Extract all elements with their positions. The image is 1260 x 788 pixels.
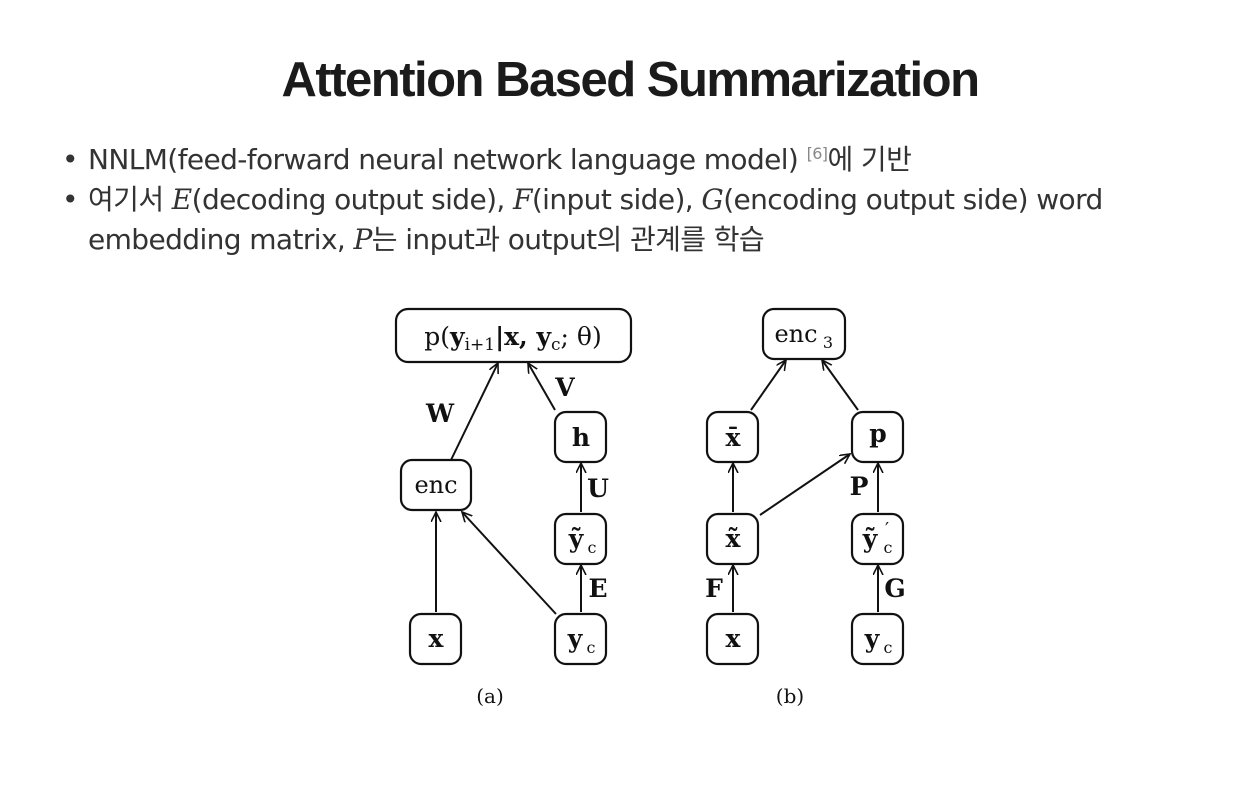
svg-text:x: x (726, 624, 742, 653)
node-yc: y c (850, 612, 905, 666)
slide-title: Attention Based Summarization (281, 53, 980, 107)
svg-text:h: h (572, 423, 590, 452)
bullet-text: embedding matrix, (88, 223, 346, 256)
bullet-item-nnlm: • NNLM(feed-forward neural network langu… (60, 140, 1210, 180)
bullet-text: (encoding output side) word (723, 183, 1103, 216)
bullet-marker: • (62, 143, 79, 176)
edge-label-w: W (425, 399, 455, 428)
svg-text:y: y (864, 624, 881, 653)
svg-text:p: p (869, 419, 886, 448)
node-p: p (850, 410, 905, 464)
node-output-prob: p(yi+1|x, yc; θ) (394, 307, 633, 364)
edge-xbar-to-enc3 (750, 360, 786, 411)
svg-text:′: ′ (885, 519, 889, 540)
edge-label-p: P (850, 472, 869, 501)
svg-text:ỹ: ỹ (568, 524, 585, 553)
edge-yc-to-enc (462, 512, 557, 615)
node-x-bar: x̄ (705, 410, 760, 464)
svg-text:x̄: x̄ (726, 423, 742, 452)
bullet-text: (input side), (531, 183, 694, 216)
diagram-a: p(yi+1|x, yc; θ) enc h ỹ c x y c W V U (394, 307, 633, 708)
edge-label-u: U (587, 474, 609, 503)
edge-label-g: G (884, 574, 905, 603)
math-symbol-e: E (171, 183, 192, 216)
node-x: x (705, 612, 760, 666)
svg-text:c: c (884, 638, 893, 657)
bullet-text: (decoding output side), (191, 183, 506, 216)
bullet-marker: • (62, 183, 79, 216)
edge-enc-to-output (450, 363, 498, 461)
svg-text:ỹ: ỹ (862, 524, 879, 553)
svg-text:x̃: x̃ (726, 524, 742, 553)
svg-text:c: c (588, 538, 597, 557)
bullet-text: 여기서 (88, 183, 164, 216)
edge-p-to-enc3 (822, 360, 859, 411)
svg-text:x: x (429, 624, 445, 653)
diagram-b: enc 3 x̄ p x̃ ỹ ′ c x y c (705, 307, 906, 708)
node-x-tilde: x̃ (705, 512, 760, 566)
node-x: x (408, 612, 463, 666)
bullet-list: • NNLM(feed-forward neural network langu… (60, 140, 1210, 260)
bullet-item-matrices: • 여기서 E(decoding output side), F(input s… (60, 180, 1210, 260)
svg-text:y: y (567, 624, 584, 653)
bullet-text: 는 input과 output의 관계를 학습 (371, 223, 765, 256)
math-symbol-g: G (701, 183, 724, 216)
svg-text:c: c (884, 538, 893, 557)
node-yc: y c (553, 612, 608, 666)
edge-label-f: F (705, 574, 723, 603)
svg-text:p(yi+1|x, yc; θ): p(yi+1|x, yc; θ) (424, 322, 601, 355)
edge-label-v: V (554, 373, 575, 402)
svg-text:c: c (587, 638, 596, 657)
node-yc-tilde: ỹ c (553, 512, 608, 566)
svg-text:3: 3 (823, 333, 833, 352)
node-h: h (553, 410, 608, 464)
reference-marker: [6] (806, 144, 828, 163)
edge-xtilde-to-p (759, 454, 850, 516)
svg-text:enc: enc (774, 320, 817, 348)
edge-label-e: E (588, 574, 607, 603)
caption-b: (b) (776, 684, 804, 708)
node-enc: enc (399, 458, 473, 512)
bullet-text: NNLM(feed-forward neural network languag… (88, 143, 799, 176)
edge-h-to-output (528, 363, 556, 411)
math-symbol-f: F (513, 183, 532, 216)
svg-text:enc: enc (414, 471, 457, 499)
math-symbol-p: P (353, 223, 373, 256)
node-enc3: enc 3 (761, 307, 847, 361)
node-yc-tilde-prime: ỹ ′ c (850, 512, 905, 566)
caption-a: (a) (476, 684, 504, 708)
bullet-text: 에 기반 (827, 143, 912, 176)
